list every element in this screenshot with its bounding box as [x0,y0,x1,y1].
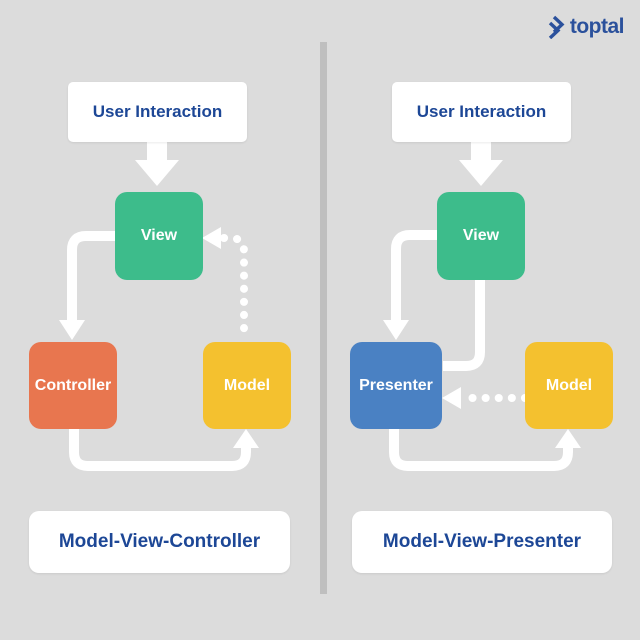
mvc-controller-node: Controller [29,342,117,429]
edge-presenter-to-model-arrow [555,429,581,448]
mvp-user-interaction-box: User Interaction [392,82,571,142]
edge-controller-to-model [69,429,251,471]
edge-presenter-view-link [443,280,485,371]
toptal-chevron-icon [548,15,565,39]
mvp-caption: Model-View-Presenter [352,511,612,573]
mvc-model-node: Model [203,342,291,429]
toptal-logo: toptal [545,15,625,39]
edge-model-to-presenter-arrow [442,387,461,409]
mvp-model-node: Model [525,342,613,429]
toptal-wordmark: toptal [569,15,625,38]
edge-ui-to-view-left-arrow [135,139,179,186]
mvc-user-interaction-box: User Interaction [68,82,247,142]
edge-view-to-presenter-arrow [383,320,409,340]
edge-controller-to-model-arrow [233,429,259,448]
mvp-presenter-node: Presenter [350,342,442,429]
edge-model-to-view-dotted [220,234,248,345]
edge-model-to-view-arrow [202,227,221,249]
edge-view-to-presenter [391,230,437,321]
mvc-view-node: View [115,192,203,280]
mvp-view-node: View [437,192,525,280]
edge-ui-to-view-right-arrow [459,139,503,186]
edge-presenter-to-model [389,429,573,471]
edge-view-to-controller [67,231,115,321]
edge-view-to-controller-arrow [59,320,85,340]
panel-divider [320,42,327,594]
mvc-caption: Model-View-Controller [29,511,290,573]
